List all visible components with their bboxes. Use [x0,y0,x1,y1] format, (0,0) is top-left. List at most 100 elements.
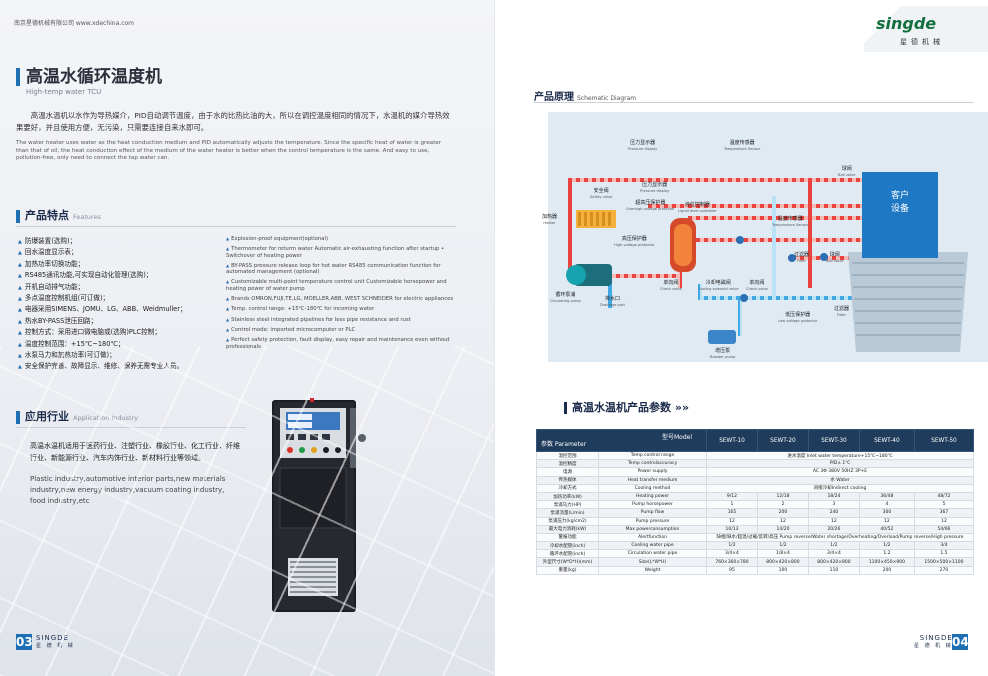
param-value: 1100×450×900 [858,557,915,567]
table-header: SEWT-10 [706,429,758,452]
param-cn: 重量(kg) [536,565,599,575]
footer-brand: SINGDE 星 德 机 械 [36,634,75,650]
param-value: 12 [913,516,975,526]
customer-equipment-box: 客户 设备 [862,172,938,258]
param-value-span: 间接冷却Indirect cooling [706,483,974,493]
param-en: Pump flow [598,508,707,518]
param-value: 12 [756,516,809,526]
list-item: 电器采用SIMENS、JOMU、LG、ABB、Weidmuller； [25,304,226,315]
list-item: 多点温度控制机组(可订做)； [25,293,226,304]
param-cn: 电源 [536,467,599,477]
intro-en: The water heater uses water as the heat … [16,140,442,161]
param-value: 1.2 [858,549,915,559]
param-value-span: 缺相/缺水/超温/过载/反转/高压 Pump reverse/Water sho… [706,532,974,543]
param-en: Circulation water pipe [598,549,707,559]
param-value: 3/4×4 [706,549,758,559]
param-value-span: 水 Water [706,475,974,485]
param-en: Weight [598,565,707,575]
param-en: Alertfunction [598,532,707,543]
application-divider [16,427,246,428]
param-cn: 冷却水配管(inch) [536,541,599,551]
param-en: Temp control range [598,450,707,461]
param-value: 1500×500×1100 [913,557,975,567]
footer-brand-cn: 星 德 机 械 [914,643,953,649]
list-item: Customizable multi-point temperature con… [226,279,461,292]
page-subtitle: High-temp water TCU [26,88,102,96]
param-value: 240 [807,508,860,518]
double-chevron-icon: »» [674,401,690,414]
param-value: 5 [913,500,975,510]
param-en: Pump pressure [598,516,707,526]
features-divider [16,226,456,227]
list-item: Explosion-proof equipment(optional) [226,236,461,242]
table-header: SEWT-50 [913,429,975,452]
list-item: 安全保护完善、故障显示、维修、保养无需专业人员。 [25,361,226,372]
list-item: 控制方式：采用进口微电脑或(选购)PLC控制； [25,327,226,338]
param-cn: 传热媒体 [536,475,599,485]
param-value: 1/8×4 [756,549,809,559]
param-en: Heating power [598,491,707,502]
param-cn: 加热功率(kW) [536,491,599,502]
param-value: 12 [807,516,860,526]
param-value: 4 [858,500,915,510]
list-item: 加热功率切换功能； [25,259,226,270]
param-value: 1/2 [858,541,915,551]
param-value-span: AC 3Φ 380V 50HZ 3P+E [706,467,974,477]
water-tcu-machine-image [272,398,366,612]
schematic-pipes [566,178,968,352]
page-number: 03 [16,634,33,650]
company-url: 南京星德机械有限公司 www.xdechina.com [14,20,135,27]
table-header: SEWT-40 [858,429,915,452]
param-value: 18/24 [807,491,860,502]
footer-brand-right: SINGDE 星 德 机 械 [914,634,953,650]
param-value-span: 进水温度 Inlet water temperature+15℃~180℃ [706,450,974,461]
features-heading-cn: 产品特点 [25,209,69,222]
param-cn: 循环水配管(inch) [536,549,599,559]
footer-brand-en: SINGDE [919,634,953,642]
param-cn: 泵浦压力(kg/cm2) [536,516,599,526]
list-item: Control mode: imported microcomputer or … [226,327,461,333]
param-value: 1/2 [706,541,758,551]
param-en: Cooling method [598,483,707,493]
logo-cn: 星德机械 [900,38,944,46]
brand-logo: singde 星德机械 [864,6,988,52]
param-cn: 警报功能 [536,532,599,543]
param-en: Temp controlaccuracy [598,459,707,469]
params-heading: 高温水温机产品参数 »» [564,402,689,414]
intro-cn: 高温水温机以水作为导热媒介，PID自动调节温度，由于水的比热比油的大，所以在调控… [16,111,450,132]
list-item: 开机自动排气功能； [25,282,226,293]
param-cn: 最大电力消耗(kW) [536,524,599,534]
param-value: 1/2 [807,541,860,551]
param-value: 3/4×4 [807,549,860,559]
corner-model: 型号Model [661,434,692,441]
param-cn: 泵浦流量(L/min) [536,508,599,518]
param-cn: 外型尺寸(W*D*H)(mm) [536,557,599,567]
param-value: 14/20 [756,524,809,534]
param-value: 300 [858,508,915,518]
param-value: 200 [858,565,915,575]
principle-divider [534,102,974,103]
param-value: 12 [858,516,915,526]
param-value: 12/18 [756,491,809,502]
